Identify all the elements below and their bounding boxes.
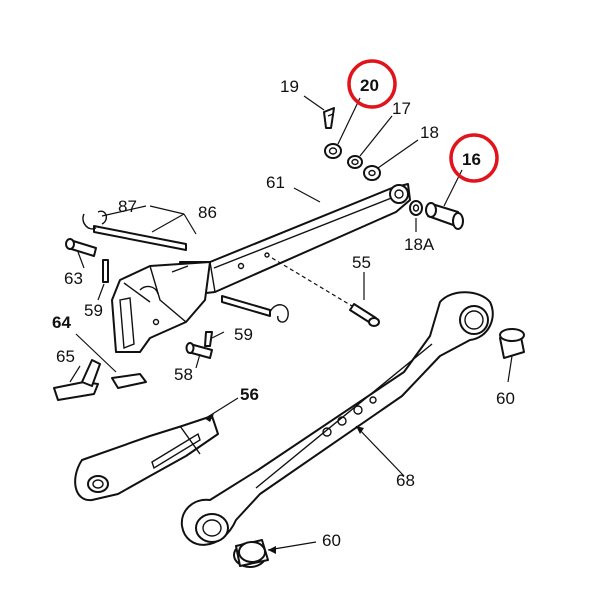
label-18: 18 (420, 123, 439, 142)
label-20: 20 (360, 76, 379, 95)
part-labels: 19 20 17 18 16 61 87 86 18A 63 55 59 64 … (52, 76, 515, 550)
label-19: 19 (280, 77, 299, 96)
label-61: 61 (266, 173, 285, 192)
link-68 (180, 291, 494, 546)
label-17: 17 (392, 99, 411, 118)
leader-lines (69, 95, 513, 554)
washer-18 (363, 165, 381, 181)
label-65: 65 (56, 347, 75, 366)
label-59-left: 59 (84, 301, 103, 320)
label-63: 63 (64, 269, 83, 288)
highlight-circle-20 (347, 59, 397, 109)
nut-20 (324, 143, 342, 159)
pin-59-left (102, 259, 109, 283)
pin-55 (271, 257, 380, 327)
label-86: 86 (198, 203, 217, 222)
highlight-circle-16 (449, 133, 499, 183)
label-58: 58 (174, 365, 193, 384)
label-87: 87 (118, 197, 137, 216)
label-56: 56 (240, 385, 259, 404)
label-64: 64 (52, 313, 71, 332)
label-60-bottom: 60 (322, 531, 341, 550)
lift-arm-61 (179, 183, 411, 297)
rod-86 (82, 210, 187, 251)
bushing-60-right (499, 328, 525, 359)
label-60-right: 60 (496, 389, 515, 408)
handle-65 (53, 359, 101, 401)
label-59-right: 59 (234, 325, 253, 344)
bushing-60-bottom (233, 539, 269, 568)
pin-19 (323, 107, 335, 129)
clip-64 (111, 373, 147, 389)
link-56 (74, 415, 219, 502)
pin-59-right (204, 331, 213, 347)
pin-63 (65, 238, 97, 257)
pin-16 (425, 202, 464, 230)
washer-18A (409, 200, 423, 216)
link-chain (221, 295, 289, 323)
label-18A: 18A (404, 235, 435, 254)
washer-17 (347, 155, 363, 169)
highlight-circles (347, 59, 499, 183)
label-55: 55 (352, 253, 371, 272)
bracket-housing (111, 261, 211, 353)
label-16: 16 (462, 150, 481, 169)
pin-58 (185, 342, 213, 359)
label-68: 68 (396, 471, 415, 490)
